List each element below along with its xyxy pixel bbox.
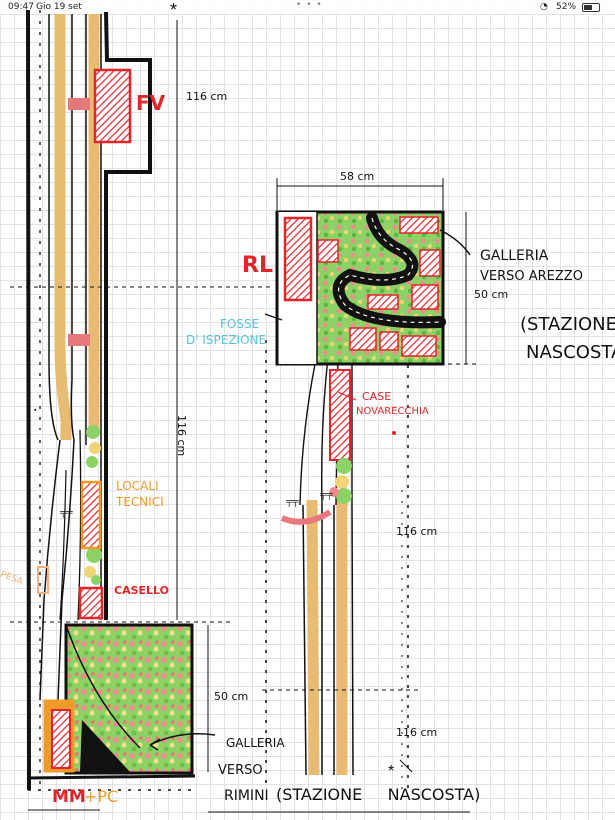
dimension-50-right: 50 cm: [474, 288, 508, 301]
wifi-icon: ◔: [540, 2, 548, 12]
scenic-green-area: [64, 623, 194, 775]
left-module: ▪ ╤╤ *: [10, 0, 270, 811]
house-icon: [367, 294, 399, 310]
battery-percent: 52%: [556, 2, 577, 12]
status-date: Gio 19 set: [36, 2, 82, 12]
multitasking-dots-icon[interactable]: • • •: [296, 0, 323, 10]
battery-icon: [582, 3, 600, 12]
track-marker: [68, 98, 90, 110]
dimension-116-right-mid: 116 cm: [396, 525, 437, 538]
label-case-line1: CASE: [362, 390, 391, 403]
label-galleria-arezzo-line1: GALLERIA: [480, 248, 549, 264]
label-fosse-line1: FOSSE: [220, 317, 259, 331]
label-pc: +PC: [84, 787, 118, 806]
track-marker: [68, 334, 90, 346]
trackside-greenery: [84, 425, 102, 585]
dimension-116-top: 116 cm: [186, 90, 227, 103]
house-icon: [399, 216, 439, 234]
label-case-line2: NOVARECCHIA: [356, 406, 429, 417]
ios-status-bar: 09:47 Gio 19 set • • • ◔ 52%: [0, 0, 615, 14]
label-pesa: PESA: [0, 570, 25, 588]
dimension-asterisk-icon: *: [388, 763, 394, 780]
label-stazione-nascosta-bottom: (STAZIONE NASCOSTA): [276, 785, 480, 804]
right-module: ╤╤ ╤╤ *: [149, 178, 480, 813]
label-casello: CASELLO: [114, 584, 169, 597]
label-locali-tecnici-line2: TECNICI: [115, 495, 164, 509]
rl-station-building: [283, 216, 313, 302]
dimension-asterisk-icon: *: [170, 0, 177, 20]
dimension-116-right-low: 116 cm: [396, 726, 437, 739]
status-time: 09:47: [8, 2, 34, 12]
label-galleria-rimini-line2: VERSO: [218, 763, 263, 778]
buffer-stop-icon: ╤╤: [319, 489, 333, 500]
house-icon: [411, 284, 439, 310]
label-stazione-nascosta-right-line2: NASCOSTA): [526, 342, 615, 363]
label-fosse-line2: D' ISPEZIONE: [186, 333, 266, 347]
tunnel-rimini-portal: [80, 720, 130, 772]
buffer-stop-icon: ╤╤: [59, 507, 73, 518]
case-novafeltria-block: [329, 369, 351, 461]
red-curve-marker: [280, 509, 332, 525]
technical-rooms-block: [80, 480, 102, 550]
house-icon: [401, 335, 437, 357]
label-mm: MM: [52, 787, 86, 807]
dimension-58: 58 cm: [340, 170, 374, 183]
pesa-scale: [37, 566, 49, 594]
house-icon: [317, 239, 339, 263]
labels-layer: FV RL LOCALI TECNICI CASELLO FOSSE D' IS…: [0, 90, 615, 807]
dimension-50-left: 50 cm: [214, 690, 248, 703]
label-stazione-nascosta-right-line1: (STAZIONE: [520, 314, 615, 335]
label-locali-tecnici-line1: LOCALI: [116, 479, 159, 493]
label-galleria-arezzo-line2: VERSO AREZZO: [480, 269, 583, 284]
label-galleria-rimini-line3: RIMINI: [224, 788, 269, 804]
fv-station-building: [93, 68, 132, 144]
label-fv: FV: [136, 91, 166, 115]
mm-pc-building: [51, 709, 71, 769]
house-icon: [379, 331, 399, 351]
buffer-stop-icon: ╤╤: [285, 496, 299, 507]
casello-building: [78, 586, 104, 620]
label-rl: RL: [242, 253, 273, 278]
signal-icon: ▪: [34, 407, 37, 414]
dimension-116-mid: 116 cm: [175, 415, 188, 456]
right-trackside-greenery: [329, 458, 352, 504]
house-icon: [419, 249, 441, 277]
house-icon: [349, 327, 377, 351]
label-galleria-rimini-line1: GALLERIA: [226, 736, 285, 750]
